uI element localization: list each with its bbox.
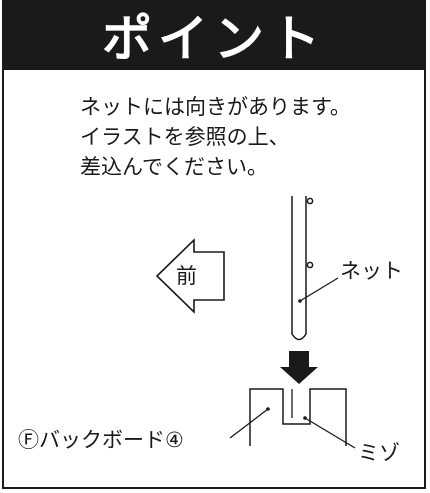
point-panel-frame xyxy=(2,0,426,489)
back-board-groove xyxy=(249,388,347,446)
insert-down-arrow-icon xyxy=(280,351,318,384)
net-leader-line xyxy=(299,277,339,302)
instruction-line-1: ネットには向きがあります。 xyxy=(80,95,351,119)
back-board-label: Ⓕバックボード④ xyxy=(18,428,184,452)
groove-leader-dot xyxy=(303,416,307,420)
front-label: 前 xyxy=(176,264,197,288)
instruction-line-3: 差込んでください。 xyxy=(80,155,268,179)
page-title: ポイント xyxy=(102,10,326,68)
groove-leader-line xyxy=(304,417,356,449)
net-rod xyxy=(291,196,314,341)
back-board-leader-dot xyxy=(266,407,270,411)
back-board-leader-line xyxy=(229,408,269,439)
point-header: ポイント xyxy=(2,0,426,70)
net-label: ネット xyxy=(340,259,403,283)
front-arrow-icon xyxy=(155,238,225,314)
instruction-line-2: イラストを参照の上、 xyxy=(80,125,290,149)
groove-label: ミゾ xyxy=(358,441,400,465)
net-leader-dot xyxy=(298,299,302,303)
instruction-text: ネットには向きがあります。 イラストを参照の上、 差込んでください。 xyxy=(80,92,410,182)
